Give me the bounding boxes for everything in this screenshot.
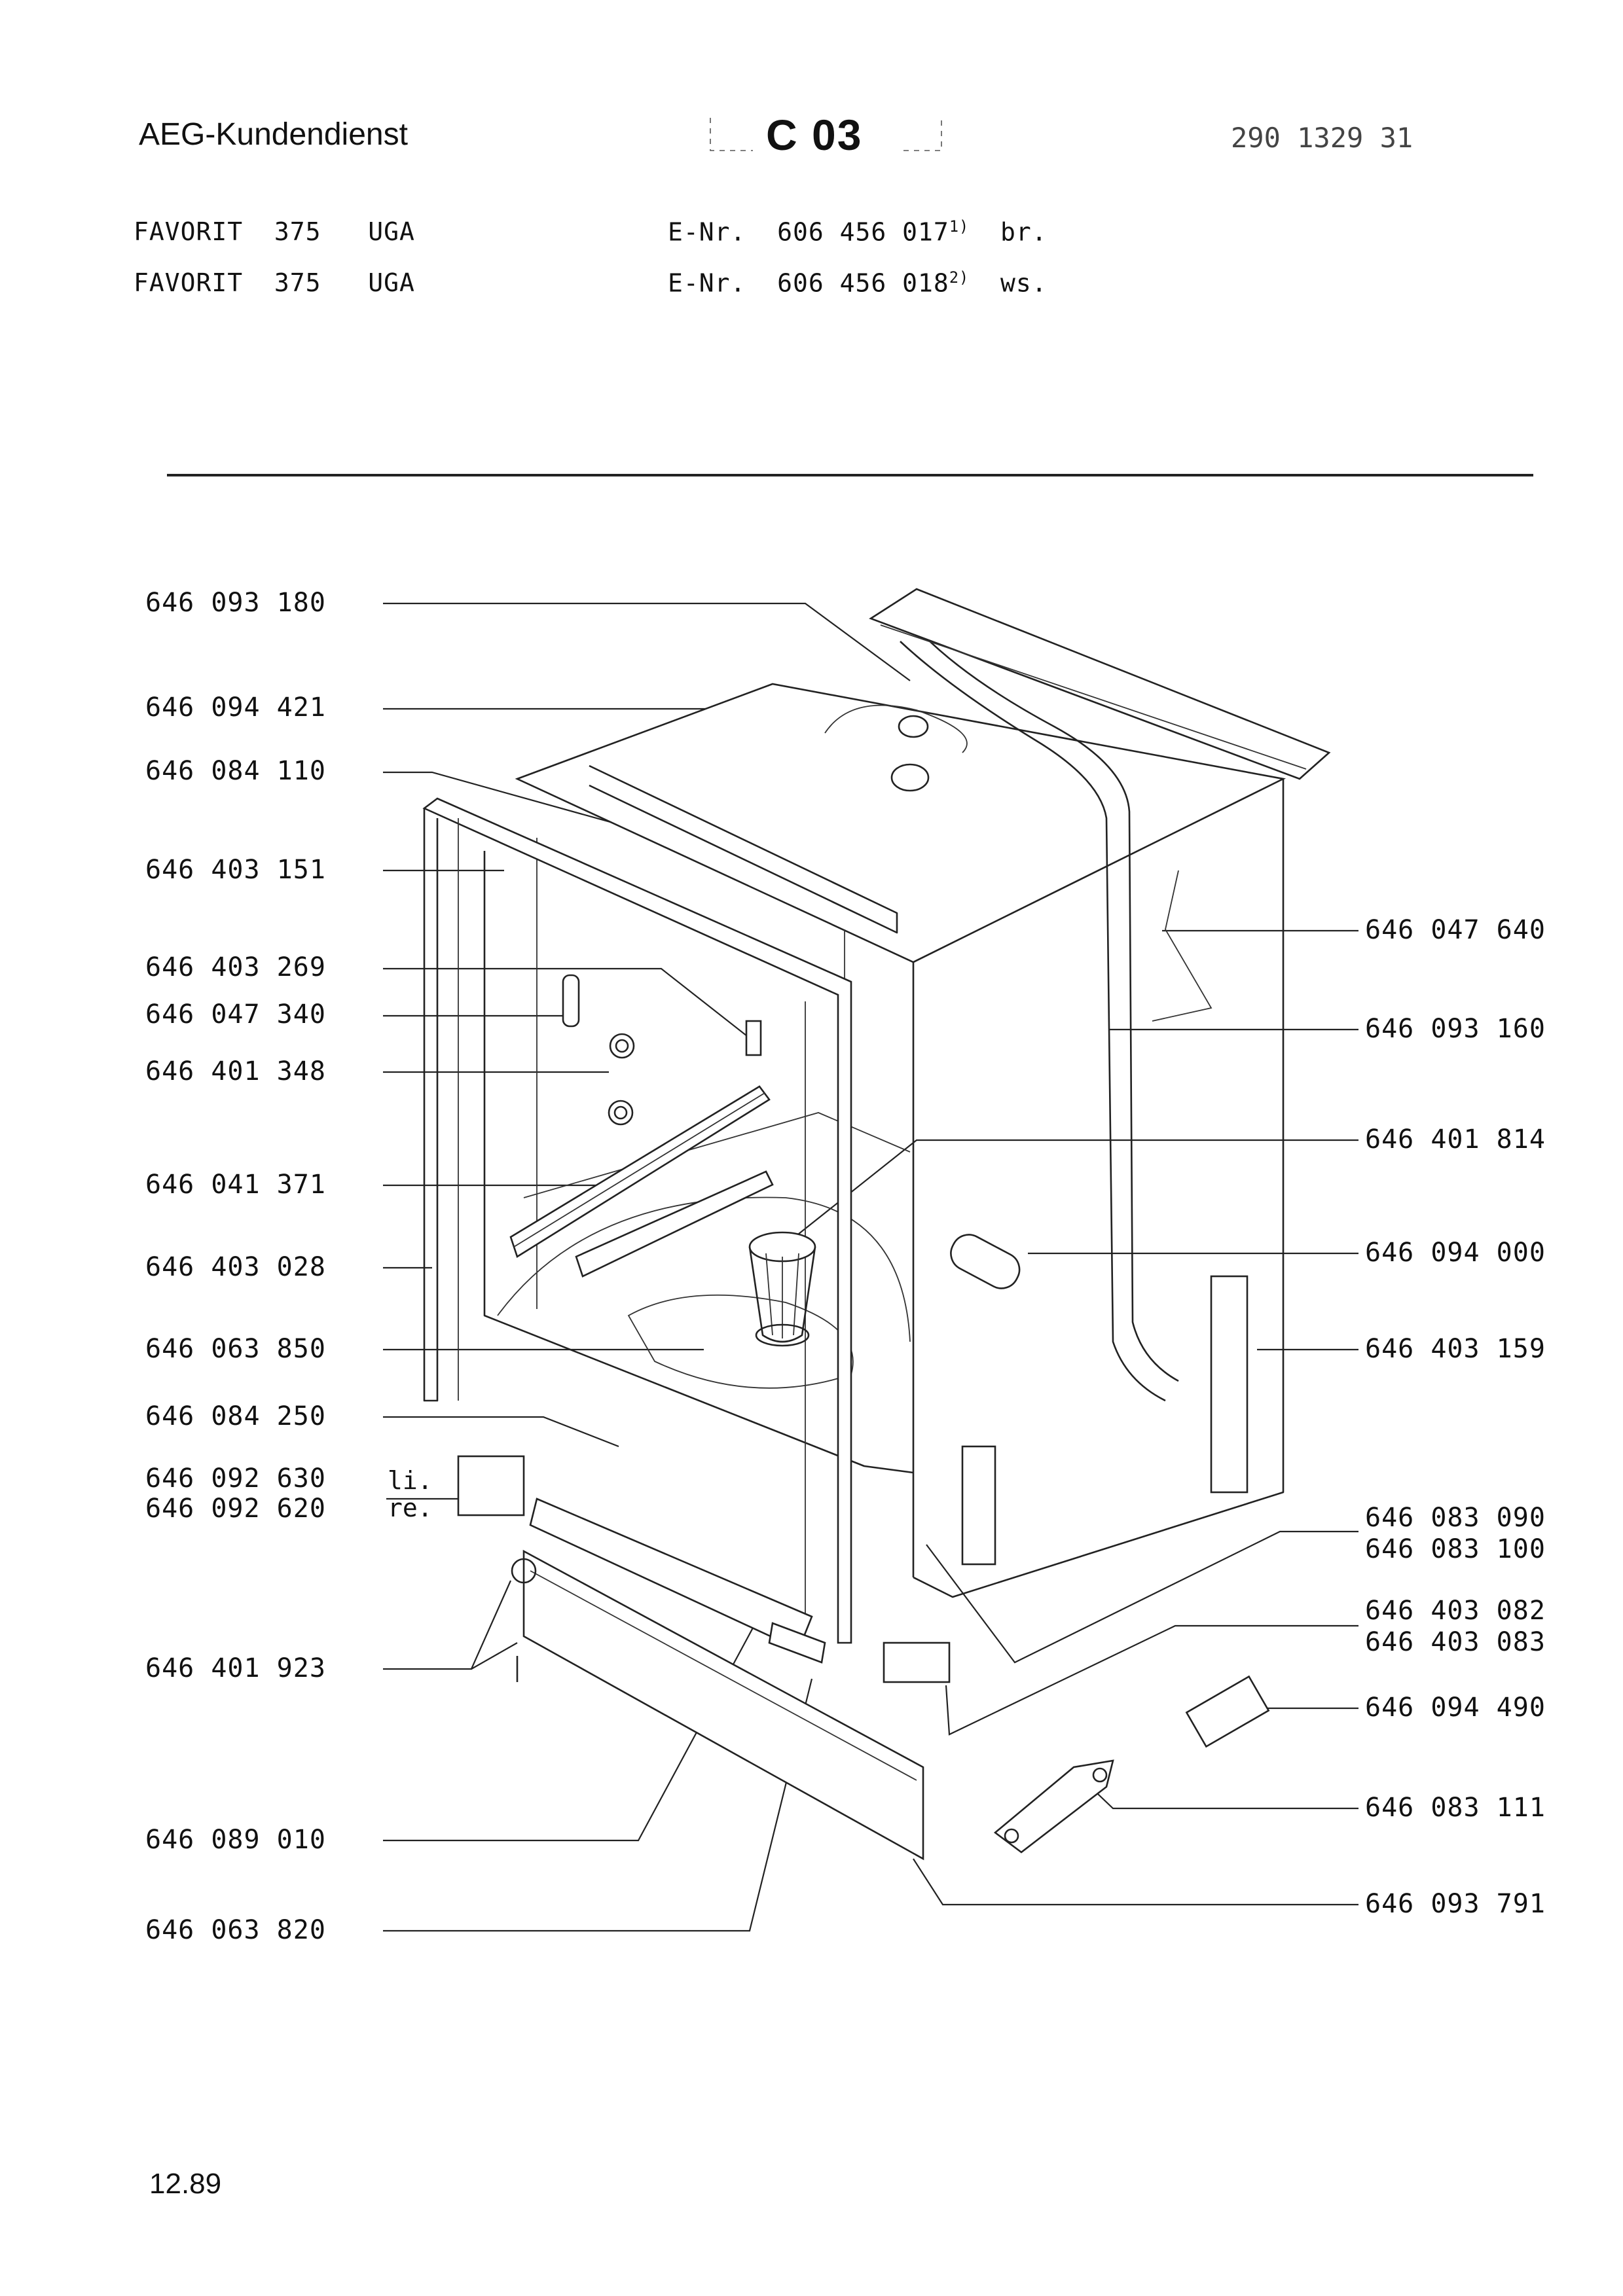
enr-footnote: 2) [949, 268, 970, 287]
enr-label: E-Nr. [668, 268, 746, 298]
part-label-right-5: 646 403 159 [1365, 1334, 1546, 1364]
model-variant: UGA [368, 268, 415, 297]
hose-and-rails [869, 588, 1331, 1402]
enr-row-1: E-Nr. 606 456 0171) br. [668, 217, 1048, 247]
part-label-right-9: 646 403 083 [1365, 1627, 1546, 1657]
front-frame-left [423, 808, 439, 1402]
enr-footnote: 1) [949, 217, 970, 236]
part-label-left-15: 646 089 010 [145, 1825, 326, 1855]
part-label-left-7: 646 401 348 [145, 1056, 326, 1086]
bracket-403-082 [883, 1641, 951, 1683]
leader-646-083-090 [926, 1530, 1359, 1664]
part-label-left-5: 646 403 269 [145, 952, 326, 982]
section-code: C 03 [766, 111, 863, 159]
model-row-2: FAVORIT 375 UGA [134, 268, 415, 297]
model-name: FAVORIT [134, 268, 244, 297]
document-number: 290 1329 31 [1231, 122, 1413, 154]
part-label-left-16: 646 063 820 [145, 1915, 326, 1945]
model-name: FAVORIT [134, 217, 244, 246]
model-number: 375 [274, 217, 321, 246]
part-label-right-10: 646 094 490 [1365, 1693, 1546, 1723]
bracket-403-159 [1210, 1275, 1249, 1494]
header-divider [167, 474, 1533, 476]
top-vent [890, 763, 930, 792]
part-label-left-11: 646 084 250 [145, 1401, 326, 1431]
part-094-000 [950, 1234, 1021, 1289]
part-label-right-3: 646 401 814 [1365, 1124, 1546, 1155]
part-label-left-9: 646 403 028 [145, 1252, 326, 1282]
leader-646-403-082 [945, 1624, 1359, 1736]
part-label-right-4: 646 094 000 [1365, 1238, 1546, 1268]
footer-date: 12.89 [149, 2168, 222, 2200]
enr-label: E-Nr. [668, 217, 746, 247]
part-label-left-3: 646 084 110 [145, 756, 326, 786]
leader-646-401-923-a [383, 1580, 512, 1670]
side-label-left: li. [388, 1466, 433, 1495]
wheel-1 [609, 1033, 635, 1059]
model-number: 375 [274, 268, 321, 297]
model-row-1: FAVORIT 375 UGA [134, 217, 415, 246]
clip-403-269 [745, 1020, 762, 1056]
part-label-right-6: 646 083 090 [1365, 1503, 1546, 1533]
part-label-right-8: 646 403 082 [1365, 1596, 1546, 1626]
top-rail-093-180 [869, 588, 1331, 780]
cabinet-body [422, 683, 1286, 1644]
bottom-right-edge [913, 1322, 1285, 1598]
plate-083-111 [993, 1759, 1114, 1854]
enr-number: 606 456 017 [777, 217, 949, 247]
part-label-right-1: 646 047 640 [1365, 915, 1546, 945]
leader-646-093-180 [383, 602, 911, 681]
leader-646-083-111 [1083, 1780, 1359, 1810]
part-label-left-14: 646 401 923 [145, 1653, 326, 1683]
wheel-2 [608, 1100, 634, 1126]
model-variant: UGA [368, 217, 415, 246]
leader-646-093-791 [913, 1858, 1359, 1906]
part-063-820 [768, 1622, 826, 1664]
cutaway-edge [1152, 870, 1213, 1022]
part-label-left-6: 646 047 340 [145, 999, 326, 1030]
enr-color: br. [1000, 217, 1048, 247]
part-label-right-2: 646 093 160 [1365, 1014, 1546, 1044]
part-label-left-12: 646 092 630 [145, 1463, 326, 1494]
part-label-right-7: 646 083 100 [1365, 1534, 1546, 1564]
leader-646-401-814 [782, 1139, 1359, 1247]
enr-color: ws. [1000, 268, 1048, 298]
leader-646-084-250 [383, 1416, 619, 1448]
spring-094-490 [1185, 1675, 1270, 1748]
part-label-right-11: 646 083 111 [1365, 1793, 1546, 1823]
rail-041-371 [509, 1085, 771, 1258]
hose-646-093-160 [900, 641, 1166, 1402]
hinge-clip [562, 974, 580, 1028]
plinth-093-791 [522, 1549, 924, 1861]
part-label-left-8: 646 041 371 [145, 1170, 326, 1200]
part-label-left-1: 646 093 180 [145, 588, 326, 618]
left-front-edge [483, 851, 914, 1474]
foot-401-923 [511, 1558, 537, 1584]
leader-646-401-923-b [471, 1642, 518, 1670]
tub-floor [497, 1196, 911, 1342]
enr-row-2: E-Nr. 606 456 0182) ws. [668, 268, 1048, 298]
leader-646-403-269 [383, 967, 754, 1041]
side-label-right: re. [388, 1494, 433, 1522]
leader-lines-right [782, 929, 1359, 1906]
top-grommet [898, 715, 929, 738]
part-label-left-10: 646 063 850 [145, 1334, 326, 1364]
door-seal-strip [589, 764, 898, 934]
enr-number: 606 456 018 [777, 268, 949, 298]
part-label-left-13: 646 092 620 [145, 1494, 326, 1524]
part-label-right-12: 646 093 791 [1365, 1889, 1546, 1919]
part-label-left-4: 646 403 151 [145, 855, 326, 885]
part-label-left-2: 646 094 421 [145, 692, 326, 723]
bracket-092-630 [457, 1455, 525, 1516]
bracket-083-090 [961, 1445, 996, 1566]
brand-title: AEG-Kundendienst [139, 117, 408, 152]
plinth-parts [457, 1275, 1270, 1861]
